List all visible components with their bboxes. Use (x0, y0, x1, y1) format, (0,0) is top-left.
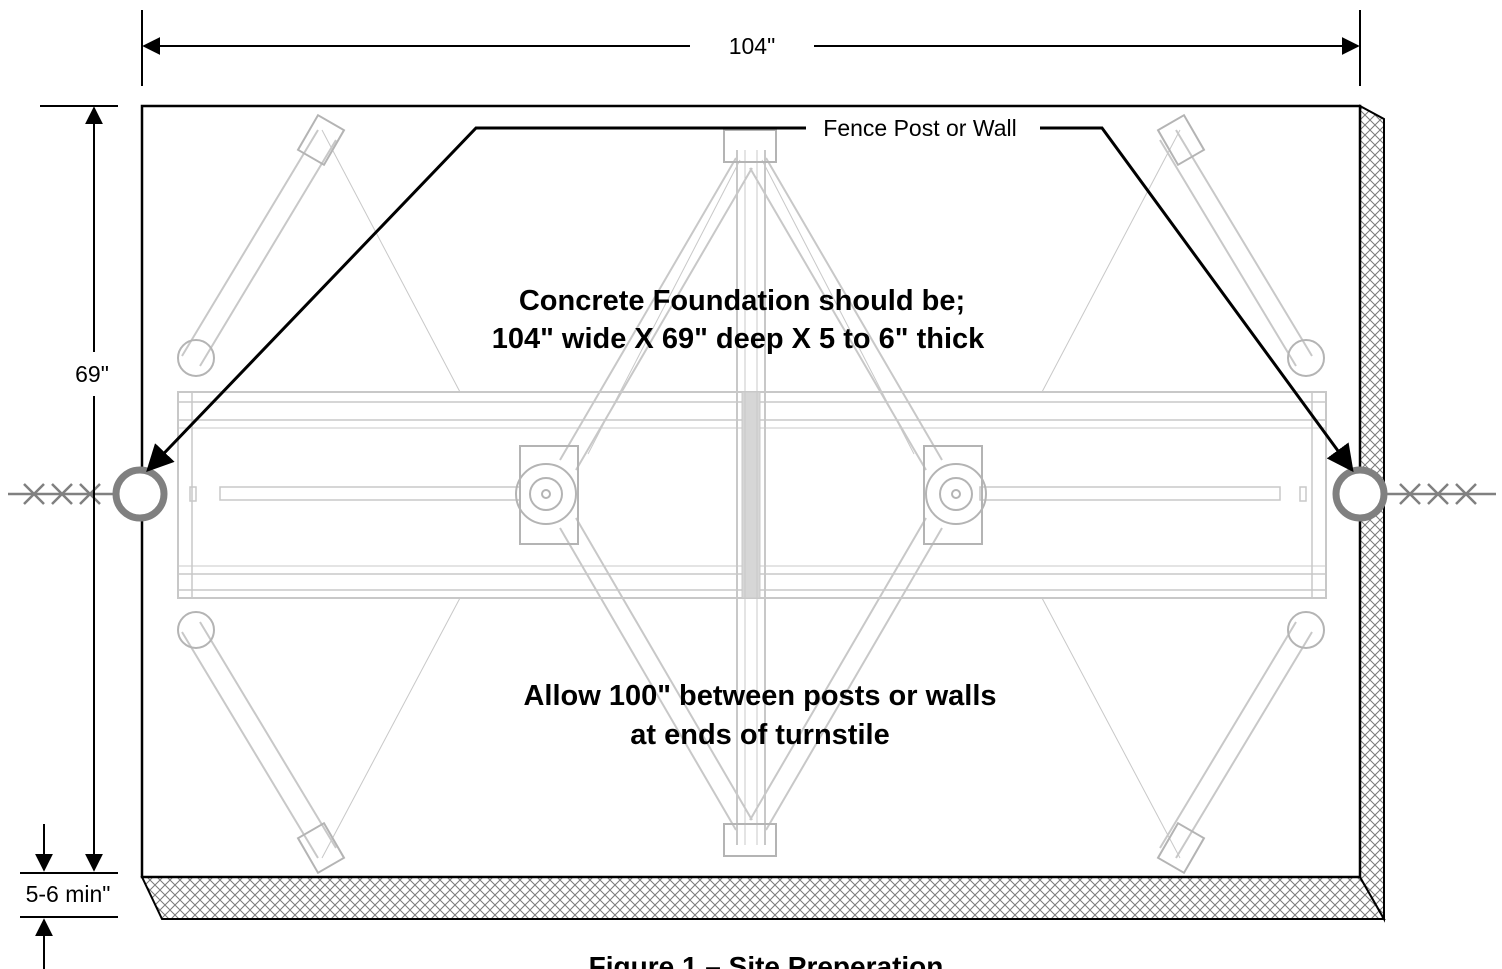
depth-label: 69" (75, 361, 109, 387)
fence-wire-right (1386, 483, 1496, 505)
allowance-note-line1: Allow 100" between posts or walls (523, 680, 996, 712)
fence-label: Fence Post or Wall (823, 115, 1016, 141)
foundation-note: Concrete Foundation should be; 104" wide… (492, 285, 985, 355)
allowance-note-line2: at ends of turnstile (630, 719, 889, 751)
fence-post-right (1332, 466, 1388, 522)
fence-callout: Fence Post or Wall (146, 115, 1354, 473)
fence-posts (8, 466, 1496, 522)
slab-side-bottom (140, 876, 1386, 920)
depth-dimension: 69" (40, 105, 118, 872)
allowance-note: Allow 100" between posts or walls at end… (523, 680, 996, 751)
thickness-label: 5-6 min" (26, 881, 111, 907)
figure-caption: Figure 1 – Site Preperation (589, 951, 944, 969)
foundation-note-line1: Concrete Foundation should be; (519, 285, 965, 317)
fence-post-left (112, 466, 168, 522)
thickness-dimension: 5-6 min" (20, 824, 118, 969)
fence-wire-left (8, 483, 114, 505)
foundation-note-line2: 104" wide X 69" deep X 5 to 6" thick (492, 323, 985, 355)
width-label: 104" (729, 33, 776, 59)
turnstile-plan-drawing (177, 113, 1327, 875)
width-dimension: 104" (141, 10, 1361, 86)
